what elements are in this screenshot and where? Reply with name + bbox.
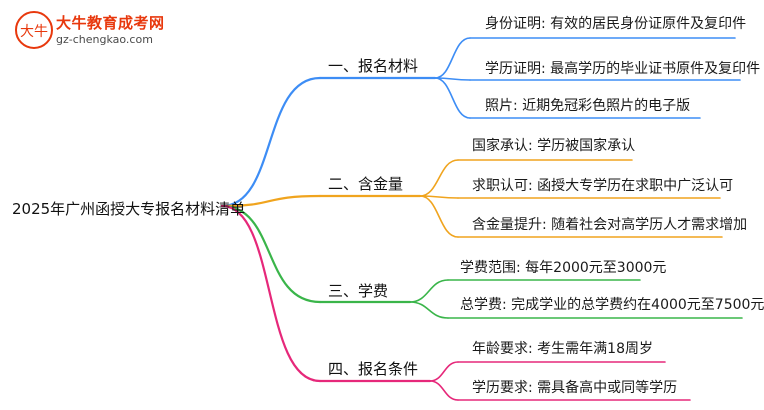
leaf-connector [434, 37, 471, 79]
leaf-connector [429, 380, 459, 401]
leaf-connector [419, 195, 459, 238]
leaf-national-recognition: 国家承认: 学历被国家承认 [472, 138, 636, 154]
bull-logo-icon: 大牛 [15, 11, 53, 49]
branch-connector [220, 76, 322, 208]
leaf-connector [429, 361, 459, 382]
leaf-age-requirement: 年龄要求: 考生需年满18周岁 [472, 341, 653, 357]
leaf-job-recognition: 求职认可: 函授大专学历在求职中广泛认可 [472, 178, 734, 194]
leaf-photo: 照片: 近期免冠彩色照片的电子版 [485, 98, 691, 114]
logo-mark-text: 大牛 [20, 24, 48, 40]
branch-value: 二、含金量 [328, 175, 404, 193]
leaf-education-proof: 学历证明: 最高学历的毕业证书原件及复印件 [485, 61, 761, 77]
leaf-connector [434, 77, 471, 119]
root-node: 2025年广州函授大专报名材料清单 [12, 200, 246, 218]
branch-tuition: 三、学费 [328, 282, 389, 300]
leaf-total-tuition: 总学费: 完成学业的总学费约在4000元至7500元 [460, 297, 764, 313]
leaf-connector [409, 279, 449, 303]
leaf-tuition-range: 学费范围: 每年2000元至3000元 [460, 260, 667, 276]
branch-requirements: 四、报名条件 [328, 360, 419, 378]
branch-connector [220, 204, 322, 304]
watermark-logo: 大牛 大牛教育成考网 gz-chengkao.com [14, 10, 184, 54]
leaf-education-requirement: 学历要求: 需具备高中或同等学历 [472, 380, 678, 396]
leaf-connector [419, 159, 459, 197]
branch-connector [220, 204, 322, 383]
branch-connector [220, 194, 322, 208]
watermark-name: 大牛教育成考网 [56, 14, 165, 32]
leaf-value-increase: 含金量提升: 随着社会对高学历人才需求增加 [472, 217, 748, 233]
watermark-url: gz-chengkao.com [56, 33, 153, 46]
leaf-connector [409, 301, 449, 319]
branch-materials: 一、报名材料 [328, 57, 419, 75]
leaf-id-proof: 身份证明: 有效的居民身份证原件及复印件 [485, 16, 747, 32]
